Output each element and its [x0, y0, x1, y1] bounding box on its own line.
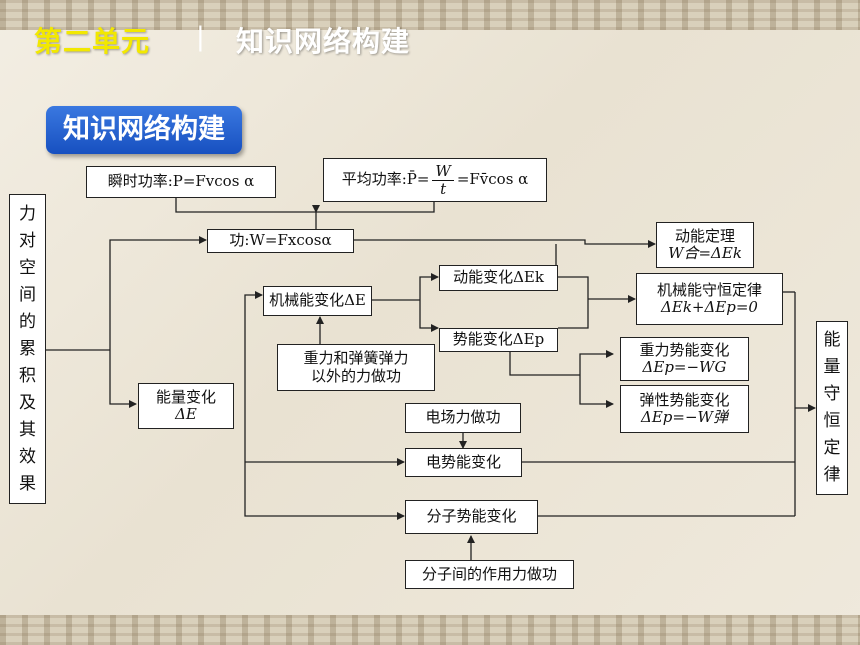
theorem-line2: W合=ΔEk: [668, 244, 742, 262]
connector-kinetic-cons: [558, 276, 589, 329]
root-char: 力: [19, 203, 36, 224]
top-decorative-border: [0, 0, 860, 30]
gravity-line1: 重力势能变化: [639, 340, 730, 359]
root-char: 其: [19, 419, 36, 440]
root-char: 及: [19, 392, 36, 413]
root-char: 积: [19, 365, 36, 386]
cons-line1: 机械能守恒定律: [656, 280, 762, 299]
other-line2: 以外的力做功: [310, 366, 401, 385]
node-molecular-force-work: 分子间的作用力做功: [405, 560, 574, 589]
bottom-decorative-border: [0, 615, 860, 645]
connector-energy-down: [244, 404, 405, 520]
avg-power-fraction: W t: [432, 162, 454, 198]
connector-pot-elastic: [579, 375, 614, 408]
avg-power-prefix: 平均功率:P̄=: [341, 170, 430, 189]
root-char: 累: [19, 338, 36, 359]
connector-mech-potential: [419, 300, 439, 332]
energy-line2: ΔE: [175, 405, 197, 423]
header-title: 知识网络构建: [236, 25, 411, 58]
cons-char: 守: [823, 384, 841, 404]
node-molecular-potential-change: 分子势能变化: [405, 500, 538, 534]
connector-pot-gravity: [579, 350, 614, 375]
connector-pot-sub: [509, 350, 580, 376]
connector-mech-kinetic: [419, 273, 439, 300]
root-char: 果: [19, 473, 36, 494]
root-char: 对: [19, 230, 36, 251]
unit-label: 第二单元: [34, 25, 151, 58]
cons-char: 律: [823, 465, 841, 485]
connector-work-theorem: [354, 239, 656, 248]
connector-root-work: [109, 236, 207, 350]
node-work: 功:W=Fxcosα: [207, 229, 354, 253]
root-char: 空: [19, 257, 36, 278]
root-char: 效: [19, 446, 36, 467]
node-mechanical-energy-change: 机械能变化ΔE: [263, 286, 372, 316]
theorem-line1: 动能定理: [674, 226, 735, 245]
node-other-forces-work: 重力和弹簧弹力 以外的力做功: [277, 344, 435, 391]
node-force-spatial-accumulation: 力 对 空 间 的 累 积 及 其 效 果: [9, 194, 46, 504]
other-line1: 重力和弹簧弹力: [303, 349, 409, 368]
connector-energy-mech: [244, 291, 263, 404]
node-average-power: 平均功率:P̄= W t =Fv̄cos α: [323, 158, 547, 202]
node-kinetic-energy-change: 动能变化ΔEk: [439, 265, 558, 291]
cons-char: 恒: [823, 411, 841, 431]
node-potential-energy-change: 势能变化ΔEp: [439, 328, 558, 352]
cons-char: 定: [823, 438, 841, 458]
node-kinetic-energy-theorem: 动能定理 W合=ΔEk: [656, 222, 754, 268]
node-elastic-potential-change: 弹性势能变化 ΔEp=−W弹: [620, 385, 749, 433]
header-separator: |: [196, 22, 205, 52]
connector-root-energy: [109, 350, 137, 408]
energy-line1: 能量变化: [155, 387, 216, 406]
cons-line2: ΔEk+ΔEp=0: [661, 298, 758, 316]
node-energy-conservation: 能 量 守 恒 定 律: [816, 321, 848, 495]
root-char: 间: [19, 284, 36, 305]
elastic-line1: 弹性势能变化: [639, 390, 730, 409]
fraction-numerator: W: [432, 162, 454, 181]
node-gravity-potential-change: 重力势能变化 ΔEp=−WG: [620, 337, 749, 381]
elastic-line2: ΔEp=−W弹: [641, 408, 728, 426]
gravity-line2: ΔEp=−WG: [642, 358, 727, 376]
root-char: 的: [19, 311, 36, 332]
node-electric-potential-change: 电势能变化: [405, 448, 522, 477]
node-mechanical-energy-conservation: 机械能守恒定律 ΔEk+ΔEp=0: [636, 273, 783, 325]
node-energy-change: 能量变化 ΔE: [138, 383, 234, 429]
node-electric-field-work: 电场力做功: [405, 403, 521, 433]
section-badge: 知识网络构建: [46, 106, 242, 154]
cons-char: 能: [823, 330, 841, 350]
connector-instant-power: [175, 197, 435, 213]
cons-char: 量: [823, 357, 841, 377]
node-instant-power: 瞬时功率:P=Fvcos α: [86, 166, 276, 198]
fraction-denominator: t: [440, 179, 447, 198]
avg-power-suffix: =Fv̄cos α: [456, 170, 529, 189]
